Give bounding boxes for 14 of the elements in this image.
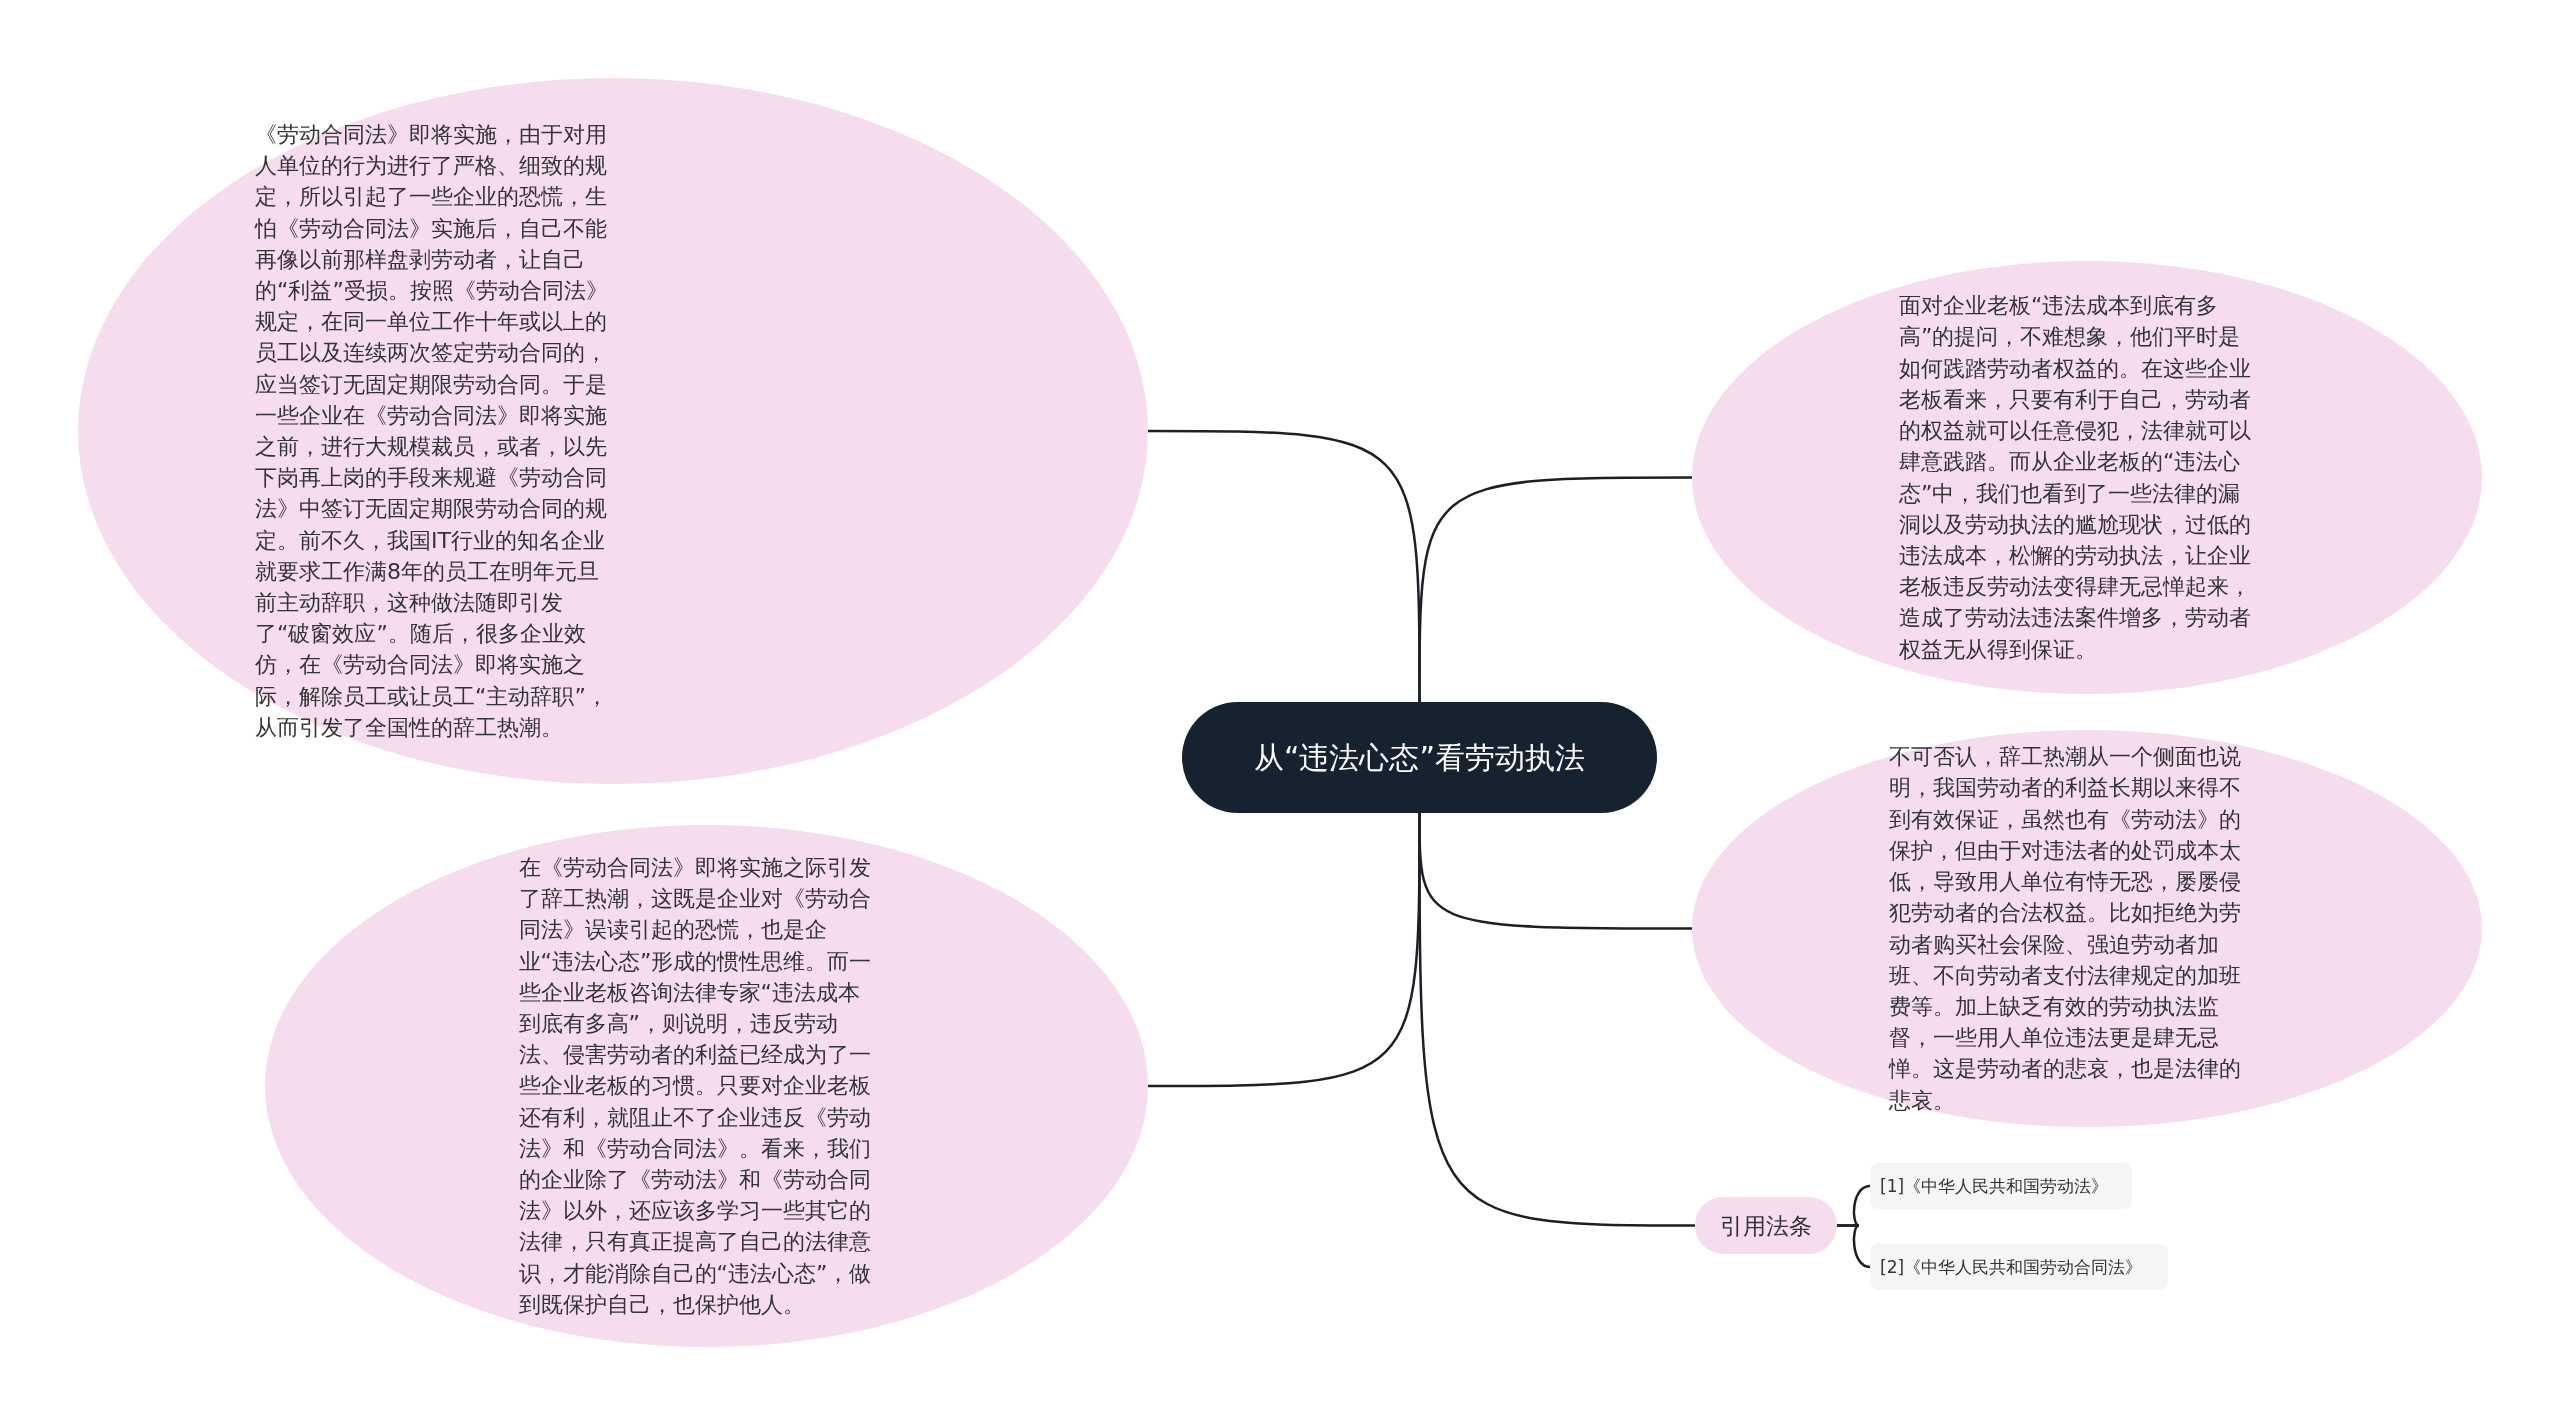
topic-text: 从“违法心态”看劳动执法 [1252, 738, 1587, 777]
topic-text: [2]《中华人民共和国劳动合同法》 [1880, 1256, 2143, 1279]
topic-text: 引用法条 [1720, 1211, 1812, 1241]
body-text: 《劳动合同法》即将实施，由于对用人单位的行为进行了严格、细致的规定，所以引起了一些企业的恐慌，生怕《劳动合同法》实施后，自己不能再像以前那样盘剥劳动者，让自己的“利益”受损。按照《劳动合同法》规定，在同一单位工作十年或以上的员工以及连续两次签定劳动合同的，应当签订无固定期限劳动合同。于是一些企业在《劳动合同法》即将实施之前，进行大规模裁员，或者，以先下岗再上岗的手段来规避《劳动合同法》中签订无固定期限劳动合同的规定。前不久，我国IT行业的知名企业就要求工作满8年的员工在明年元旦前主动辞职，这种做法随即引发了“破窗效应”。随后，很多企业效仿，在《劳动合同法》即将实施之际，解除员工或让员工“主动辞职”，从而引发了全国性的辞工热潮。 [255, 120, 609, 742]
body-text: 面对企业老板“违法成本到底有多高”的提问，不难想象，他们平时是如何践踏劳动者权益的。在这些企业老板看来，只要有利于自己，劳动者的权益就可以任意侵犯，法律就可以肆意践踏。而从企业老板的“违法心态”中，我们也看到了一些法律的漏洞以及劳动执法的尴尬现状，过低的违法成本，松懈的劳动执法，让企业老板违反劳动法变得肆无忌惮起来，造成了劳动法违法案件增多，劳动者权益无从得到保证。 [1899, 292, 2252, 664]
branch-label [1695, 1197, 1837, 1254]
topic-text: [1]《中华人民共和国劳动法》 [1880, 1175, 2109, 1198]
connector-line [1418, 813, 1695, 1227]
reference-item [1870, 1244, 2168, 1290]
body-text: 不可否认，辞工热潮从一个侧面也说明，我国劳动者的利益长期以来得不到有效保证，虽然也有《劳动法》的保护，但由于对违法者的处罚成本太低，导致用人单位有恃无恐，屡屡侵犯劳动者的合法权益。比如拒绝为劳动者购买社会保险、强迫劳动者加班、不向劳动者支付法律规定的加班费等。加上缺乏有效的劳动执法监督，一些用人单位违法更是肆无忌惮。这是劳动者的悲哀，也是法律的悲哀。 [1889, 743, 2242, 1115]
connector-line [1837, 1224, 1871, 1269]
reference-item [1870, 1163, 2132, 1209]
body-text: 在《劳动合同法》即将实施之际引发了辞工热潮，这既是企业对《劳动合同法》误读引起的恐慌，也是企业“违法心态”形成的惯性思维。而一些企业老板咨询法律专家“违法成本到底有多高”，则说明，违反劳动法、侵害劳动者的利益已经成为了一些企业老板的习惯。只要对企业老板还有利，就阻止不了企业违反《劳动法》和《劳动合同法》。看来，我们的企业除了《劳动法》和《劳动合同法》以外，还应该多学习一些其它的法律，只有真正提高了自己的法律意识，才能消除自己的“违法心态”，做到既保护自己，也保护他人。 [518, 853, 873, 1319]
connector-line [1418, 476, 1692, 702]
